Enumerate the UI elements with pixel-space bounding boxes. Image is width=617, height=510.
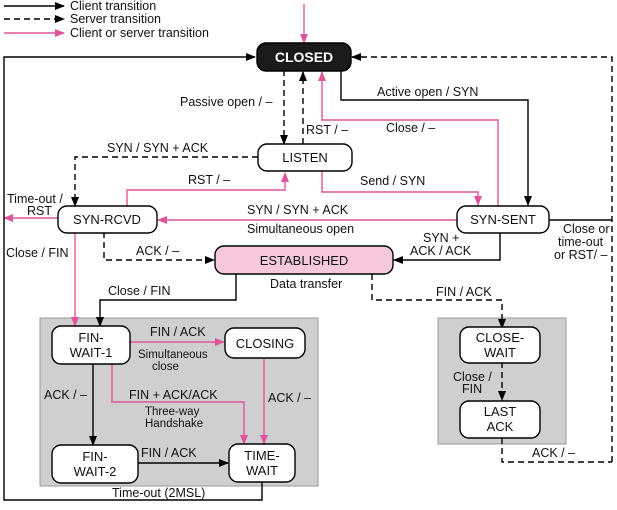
label-or-rst: or RST/ – <box>554 248 608 262</box>
arrow-finwait1-timewait <box>111 364 248 445</box>
label-send-syn: Send / SYN <box>360 174 425 188</box>
state-syn-sent-label: SYN-SENT <box>470 212 536 227</box>
state-last-ack: LAST ACK <box>459 400 541 439</box>
state-syn-sent: SYN-SENT <box>456 205 550 234</box>
label-fin: FIN <box>462 382 482 396</box>
legend-server-label: Server transition <box>70 12 161 26</box>
label-close-or: Close or <box>563 222 610 236</box>
label-close-fin-left: Close / FIN <box>6 246 69 260</box>
state-close-wait-line2: WAIT <box>484 345 516 360</box>
label-fin-ack-right: FIN / ACK <box>436 285 492 299</box>
label-timeout: Time-out / <box>7 192 63 206</box>
label-close-dash: Close / – <box>386 121 435 135</box>
label-fin-ack-ack: FIN + ACK/ACK <box>129 388 218 402</box>
state-fin-wait-2-line2: WAIT-2 <box>74 464 117 479</box>
state-closed-label: CLOSED <box>275 49 333 65</box>
state-closing-label: CLOSING <box>236 336 295 351</box>
state-closing: CLOSING <box>224 327 306 359</box>
state-established-label: ESTABLISHED <box>260 253 349 268</box>
label-rst: RST / – <box>306 123 348 137</box>
state-time-wait: TIME- WAIT <box>228 443 296 483</box>
transitions <box>3 4 613 501</box>
state-syn-rcvd-label: SYN-RCVD <box>73 212 141 227</box>
label-close-fin-est: Close / FIN <box>108 284 171 298</box>
state-fin-wait-1: FIN- WAIT-1 <box>51 325 131 365</box>
state-time-wait-line2: WAIT <box>246 463 278 478</box>
legend-both-label: Client or server transition <box>70 26 209 40</box>
label-ack-ack: ACK / ACK <box>410 244 472 258</box>
label-ack-dash-fw1: ACK / – <box>44 388 87 402</box>
arrow-rst-closed <box>318 71 499 206</box>
state-close-wait-line1: CLOSE- <box>476 330 524 345</box>
label-fin-ack-fw2: FIN / ACK <box>141 446 197 460</box>
label-timeout-2msl: Time-out (2MSL) <box>112 486 205 500</box>
label-simultaneous-open: Simultaneous open <box>247 222 354 236</box>
label-close-word: close <box>152 361 179 373</box>
state-close-wait: CLOSE- WAIT <box>459 326 541 364</box>
arrow-lastack-closed <box>501 438 612 463</box>
state-fin-wait-1-line1: FIN- <box>78 330 103 345</box>
label-syn-synack-mid: SYN / SYN + ACK <box>247 203 349 217</box>
label-three-way: Three-way <box>145 406 200 418</box>
arrow-timewait-closed <box>3 53 263 501</box>
arrow-synrcvd-listen <box>126 172 289 206</box>
state-fin-wait-2: FIN- WAIT-2 <box>51 444 139 484</box>
label-fin-ack-closing: FIN / ACK <box>150 325 206 339</box>
label-syn-synack-listen: SYN / SYN + ACK <box>107 141 209 155</box>
arrow-listen-synrcvd <box>71 156 258 207</box>
state-established: ESTABLISHED <box>214 245 394 275</box>
arrow-synrcvd-established <box>103 232 215 264</box>
states: CLOSED LISTEN SYN-RCVD SYN-SENT ESTABLIS… <box>51 42 550 484</box>
label-timeout-rst: RST <box>27 204 52 218</box>
arrow-established-closewait <box>371 274 506 329</box>
label-ack-dash-closing: ACK / – <box>268 391 311 405</box>
legend: Client transition Server transition Clie… <box>4 0 209 40</box>
state-last-ack-line2: ACK <box>487 419 514 434</box>
label-active-open: Active open / SYN <box>377 85 478 99</box>
label-passive-open: Passive open / – <box>180 95 272 109</box>
state-listen: LISTEN <box>257 143 353 172</box>
label-time-out: time-out <box>558 235 604 249</box>
state-fin-wait-2-line1: FIN- <box>82 449 107 464</box>
state-syn-rcvd: SYN-RCVD <box>57 205 158 234</box>
state-fin-wait-1-line2: WAIT-1 <box>70 345 113 360</box>
label-handshake: Handshake <box>145 418 203 430</box>
state-time-wait-line1: TIME- <box>244 448 279 463</box>
label-ack-dash-est: ACK / – <box>136 244 179 258</box>
label-simultaneous: Simultaneous <box>138 349 208 361</box>
transition-labels: Passive open / – Active open / SYN RST /… <box>6 85 610 500</box>
arrow-closed-synsent <box>340 70 532 206</box>
arrow-listen-synsent <box>321 171 482 206</box>
state-closed: CLOSED <box>256 42 352 72</box>
label-syn-plus: SYN + <box>423 231 459 245</box>
label-ack-dash-last: ACK / – <box>532 446 575 460</box>
label-rst-listen: RST / – <box>188 173 230 187</box>
arrow-right-loop-closed <box>351 53 613 462</box>
state-listen-label: LISTEN <box>282 150 328 165</box>
arrow-established-finwait1 <box>96 274 237 327</box>
legend-client-label: Client transition <box>70 0 156 13</box>
state-last-ack-line1: LAST <box>484 404 517 419</box>
label-close-slash: Close / <box>453 370 492 384</box>
label-data-transfer: Data transfer <box>270 277 342 291</box>
arrow-synsent-established <box>393 232 501 264</box>
